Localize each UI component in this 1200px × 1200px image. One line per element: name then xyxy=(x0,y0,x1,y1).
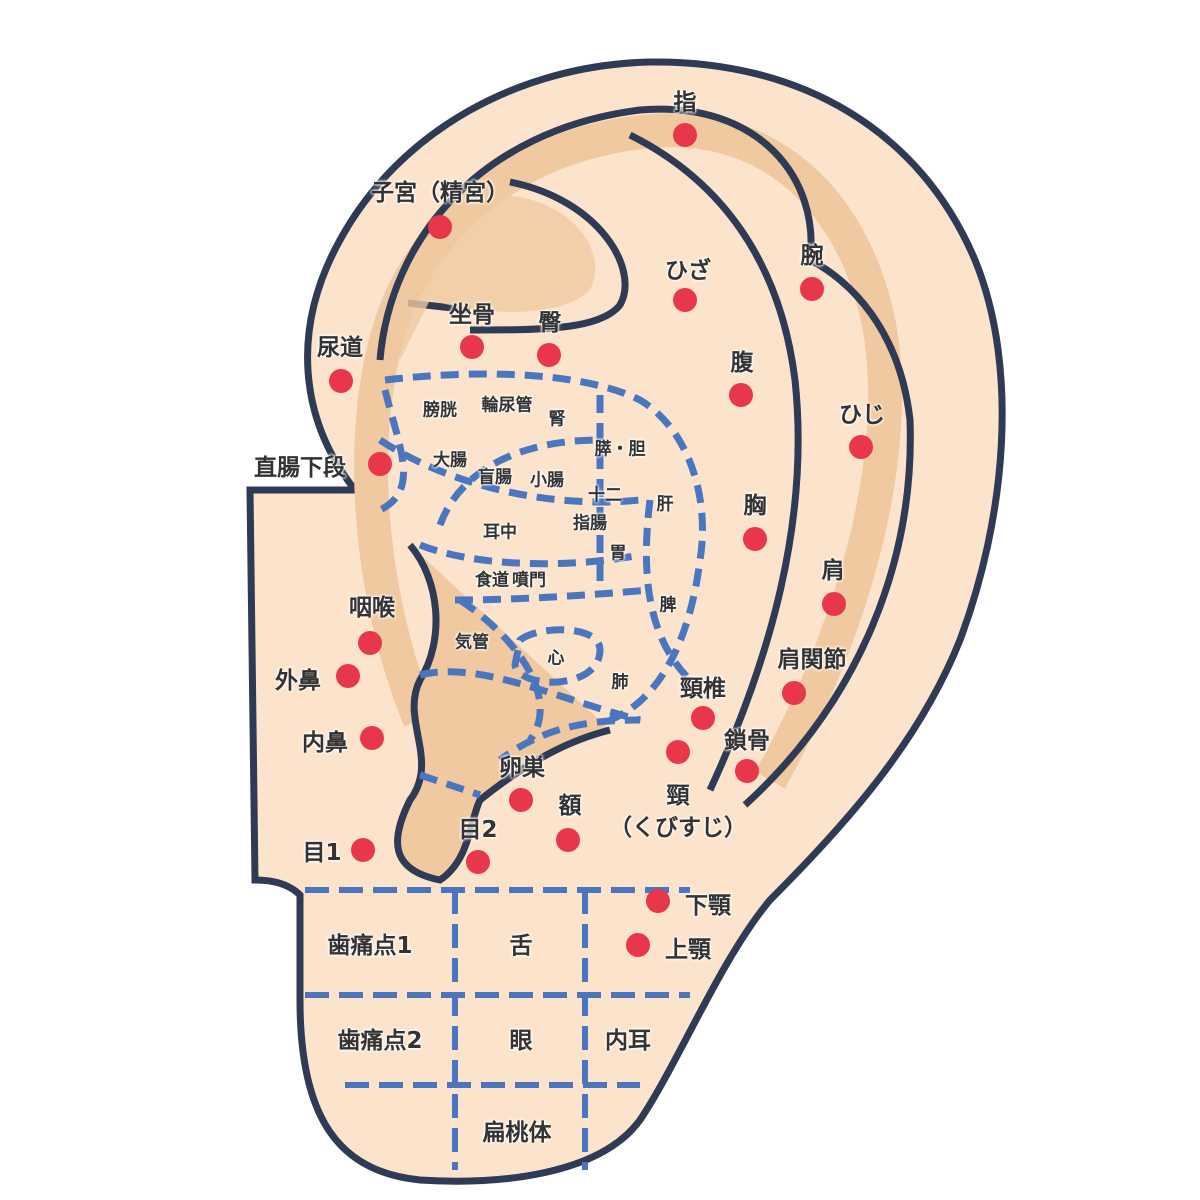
lobe-label: 舌 xyxy=(509,933,533,959)
acupoint-dot xyxy=(849,435,873,459)
zones-label: 食道 xyxy=(475,570,509,591)
acupoint-dot xyxy=(336,664,360,688)
points-label: 下顎 xyxy=(685,893,731,919)
zones-label: 十二 xyxy=(588,485,622,506)
acupoint-dot xyxy=(729,383,753,407)
points-label: 内鼻 xyxy=(302,730,348,756)
zones-label: 小腸 xyxy=(530,470,564,491)
acupoint-dot xyxy=(351,838,375,862)
acupoint-dot xyxy=(666,740,690,764)
acupoint-dot xyxy=(822,592,846,616)
zones-label: 気管 xyxy=(455,632,489,653)
acupoint-dot xyxy=(358,631,382,655)
acupoint-dot xyxy=(691,706,715,730)
acupoint-dot xyxy=(466,850,490,874)
points-label: 目1 xyxy=(302,840,342,866)
acupoint-dot xyxy=(537,343,561,367)
acupoint-dot xyxy=(800,277,824,301)
zone-dashes xyxy=(378,370,706,799)
points-label: 臀 xyxy=(538,310,562,336)
zones-label: 噴門 xyxy=(512,570,546,591)
points-label: （くびすじ） xyxy=(609,815,747,841)
zones-label: 胃 xyxy=(609,543,627,564)
zones-label: 脾 xyxy=(659,595,677,616)
points-label: 坐骨 xyxy=(449,302,495,328)
points-label: 尿道 xyxy=(317,335,363,361)
points-label: 指 xyxy=(673,90,697,116)
points-label: 直腸下段 xyxy=(254,455,346,481)
acupoint-dot xyxy=(782,681,806,705)
lobe-grid xyxy=(305,887,690,1170)
helix-inner-edge xyxy=(628,131,802,792)
points-label: 胸 xyxy=(743,493,767,519)
acupoint-dot xyxy=(556,828,580,852)
acupoint-dot xyxy=(509,788,533,812)
zones-label: 膵・胆 xyxy=(594,439,646,460)
points-label: 鎖骨 xyxy=(724,728,770,754)
acupoint-dot xyxy=(673,288,697,312)
acupoint-dot xyxy=(646,889,670,913)
acupoint-dot xyxy=(329,369,353,393)
zones-label: 肺 xyxy=(611,672,629,693)
lobe-label: 歯痛点2 xyxy=(337,1028,423,1054)
zones-label: 指腸 xyxy=(573,513,607,534)
tragus xyxy=(394,542,611,884)
acupoint-dot xyxy=(460,335,484,359)
zones-label: 輪尿管 xyxy=(481,395,533,416)
zones-label: 膀胱 xyxy=(423,400,457,421)
points-label: 肩 xyxy=(821,558,845,584)
points-label: 額 xyxy=(558,793,582,819)
acupoint-dot xyxy=(360,726,384,750)
acupoint-dot xyxy=(673,123,697,147)
zones-label: 肝 xyxy=(656,494,674,515)
helix-outer-edge xyxy=(376,105,914,808)
points-label: 咽喉 xyxy=(349,595,395,621)
points-label: ひざ xyxy=(665,258,711,284)
zones-label: 盲腸 xyxy=(478,467,512,488)
points-label: 頸椎 xyxy=(680,676,726,702)
points-label: 目2 xyxy=(458,817,498,843)
acupoint-dot xyxy=(428,215,452,239)
zones-label: 腎 xyxy=(548,409,566,430)
points-label: ひじ xyxy=(839,402,885,428)
acupoint-dot xyxy=(626,933,650,957)
points-label: 卵巣 xyxy=(499,755,545,781)
acupoint-dot xyxy=(735,759,759,783)
lobe-label: 内耳 xyxy=(605,1028,651,1054)
lobe-label: 歯痛点1 xyxy=(327,933,413,959)
points-label: 上顎 xyxy=(665,937,711,963)
points-label: 子宮（精宮） xyxy=(371,180,509,206)
points-label: 外鼻 xyxy=(275,668,321,694)
zones-label: 心 xyxy=(547,648,565,669)
zones-label: 大腸 xyxy=(433,450,467,471)
lobe-label: 扁桃体 xyxy=(482,1120,552,1146)
lobe-label: 眼 xyxy=(509,1028,533,1054)
antihelix-band xyxy=(398,195,596,360)
points-label: 腕 xyxy=(800,243,824,269)
points-label: 肩関節 xyxy=(777,647,847,673)
zones-label: 耳中 xyxy=(483,522,517,543)
points-label: 頸 xyxy=(666,783,690,809)
acupoint-dot xyxy=(743,527,767,551)
ear-outline xyxy=(246,58,1006,1185)
acupoint-dot xyxy=(368,452,392,476)
points-label: 腹 xyxy=(730,350,754,376)
